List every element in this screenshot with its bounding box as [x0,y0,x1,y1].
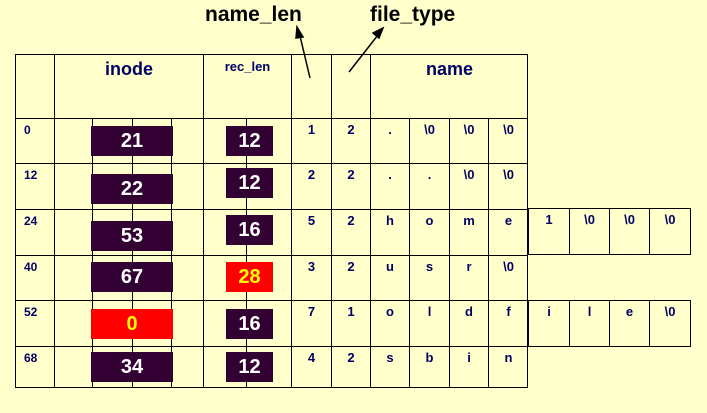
name-len-annotation: name_len [205,3,302,26]
rec-len-value: 12 [226,126,273,156]
inode-header: inode [105,59,153,79]
inode-value-highlighted: 0 [91,309,173,339]
name-char: b [425,350,434,365]
name-char: u [386,259,394,274]
file-type-value: 1 [347,304,355,319]
name-char: h [386,213,394,228]
name-ext-char: e [625,304,634,319]
name-len-value: 2 [307,167,316,182]
name-char: r [466,259,472,274]
name-len-value: 5 [307,213,316,228]
rec-len-value: 16 [226,215,273,245]
name-char: . [388,122,392,137]
name-ext-char: \0 [664,212,676,227]
file-type-value: 2 [347,259,355,274]
offset-label: 40 [24,260,38,274]
rec-len-value: 12 [226,352,273,382]
offset-label: 12 [24,168,38,182]
inode-value: 53 [91,221,173,251]
rec-len-header: rec_len [224,59,271,74]
rec-len-value: 12 [226,168,273,198]
name-ext-char: \0 [664,304,676,319]
offset-label: 0 [24,123,31,137]
name-len-value: 4 [307,350,316,365]
name-ext-char: i [547,304,551,319]
name-len-value: 3 [307,259,316,274]
file-type-value: 2 [347,213,355,228]
name-char: d [465,304,473,319]
file-type-value: 2 [347,167,355,182]
name-char: o [386,304,394,319]
name-char: \0 [463,122,475,137]
name-ext-char: 1 [545,212,553,227]
name-ext-char: l [587,304,592,319]
name-len-value: 7 [307,304,316,319]
name-len-value: 1 [307,122,316,137]
name-ext-char: \0 [584,212,595,227]
name-char: s [425,259,434,274]
name-ext-char: \0 [624,212,635,227]
name-char: l [427,304,432,319]
name-char: \0 [503,259,514,274]
rec-len-value: 16 [226,309,273,339]
name-char: \0 [503,167,514,182]
name-char: e [504,213,513,228]
name-char: f [506,304,511,319]
name-char: n [504,350,513,365]
name-char: . [388,167,392,182]
inode-value: 34 [91,352,173,382]
name-char: . [427,167,432,182]
name-char: s [386,350,394,365]
name-char: \0 [424,122,435,137]
rec-len-value-highlighted: 28 [226,262,273,292]
file-type-value: 2 [347,122,355,137]
inode-value: 21 [91,126,173,156]
file-type-value: 2 [347,350,355,365]
file-type-annotation: file_type [370,3,456,26]
offset-label: 68 [24,351,38,365]
inode-value: 67 [91,262,173,292]
name-char: o [425,213,434,228]
inode-value: 22 [91,174,173,204]
name-char: m [463,213,475,228]
offset-label: 24 [24,214,38,228]
offset-label: 52 [24,305,38,319]
name-char: i [467,350,471,365]
name-char: \0 [463,167,475,182]
name-header: name [425,59,474,79]
name-char: \0 [503,122,514,137]
